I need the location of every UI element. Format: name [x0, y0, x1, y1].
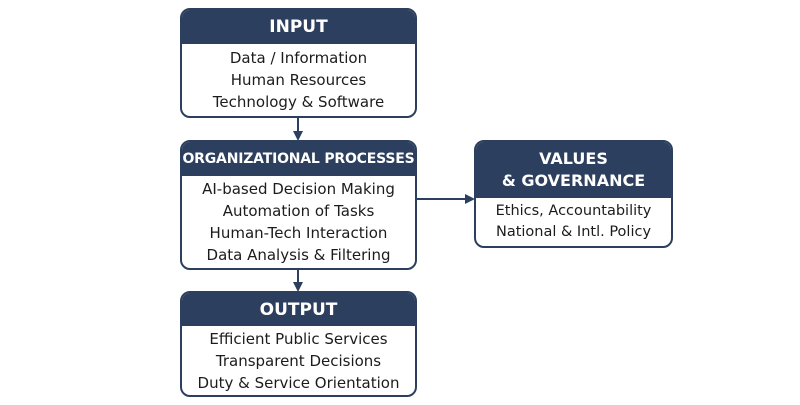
output-item: Efficient Public Services [209, 329, 388, 348]
values-title: VALUES & GOVERNANCE [476, 142, 671, 198]
values-title-line: & GOVERNANCE [501, 171, 646, 190]
process-item: AI-based Decision Making [202, 180, 395, 198]
input-title: INPUT [182, 10, 415, 44]
values-title-line: VALUES [539, 149, 608, 168]
process-item: Automation of Tasks [222, 202, 375, 220]
processes-box: ORGANIZATIONAL PROCESSES AI-based Decisi… [180, 140, 417, 270]
values-items: Ethics, Accountability National & Intl. … [476, 198, 671, 246]
processes-items: AI-based Decision Making Automation of T… [182, 176, 415, 268]
input-item: Technology & Software [212, 93, 385, 111]
output-box: OUTPUT Efficient Public Services Transpa… [180, 291, 417, 397]
process-item: Human-Tech Interaction [209, 224, 388, 242]
input-items: Data / Information Human Resources Techn… [182, 44, 415, 116]
values-item: Ethics, Accountability [495, 203, 652, 219]
output-item: Duty & Service Orientation [197, 373, 400, 392]
values-item: National & Intl. Policy [495, 224, 652, 240]
input-box: INPUT Data / Information Human Resources… [180, 8, 417, 118]
input-item: Data / Information [229, 49, 368, 67]
processes-title: ORGANIZATIONAL PROCESSES [182, 142, 415, 176]
process-item: Data Analysis & Filtering [206, 246, 391, 264]
input-item: Human Resources [230, 71, 367, 89]
output-items: Efficient Public Services Transparent De… [182, 326, 415, 395]
output-title: OUTPUT [182, 293, 415, 326]
output-item: Transparent Decisions [215, 351, 382, 370]
values-governance-box: VALUES & GOVERNANCE Ethics, Accountabili… [474, 140, 673, 248]
